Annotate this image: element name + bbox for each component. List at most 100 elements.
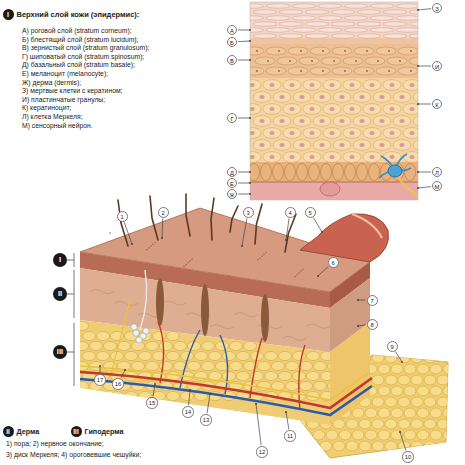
keratinocyte <box>363 128 381 139</box>
nucleus <box>389 107 394 111</box>
leader-dot <box>285 239 287 241</box>
artery <box>80 372 372 408</box>
fat-cell <box>230 361 243 370</box>
hair-follicle <box>156 278 164 326</box>
callout-number: 4 <box>285 207 296 218</box>
nucleus <box>379 95 384 99</box>
pore-dot <box>154 242 156 244</box>
pore-dot <box>261 255 263 257</box>
layer-bracket <box>67 253 74 386</box>
dead-cell <box>279 10 303 14</box>
dead-cell <box>357 22 381 26</box>
fat-cell <box>443 386 455 396</box>
collagen-fiber <box>282 336 306 340</box>
leader-line <box>153 384 155 396</box>
dead-cell <box>266 16 290 20</box>
fat-cell <box>167 331 180 340</box>
fat-cell <box>223 351 236 360</box>
callout-number: 10 <box>402 451 413 462</box>
leader-line <box>238 183 250 184</box>
nucleus <box>309 107 314 111</box>
nucleus <box>309 131 314 135</box>
callout-circle: 8 <box>367 319 378 330</box>
collagen-fiber <box>90 290 114 294</box>
lamellar-granule <box>388 70 390 72</box>
nerve-branch <box>110 300 130 378</box>
basal-cell <box>405 164 416 181</box>
basal-cell <box>321 164 332 181</box>
keratinocyte <box>273 116 291 127</box>
leader-line <box>418 104 431 105</box>
callout-circle: Б <box>227 37 237 47</box>
legend-line: И) пластинчатые гранулы; <box>22 96 105 104</box>
fat-cell <box>326 430 338 440</box>
dead-cell <box>344 16 368 20</box>
nucleus <box>269 83 274 87</box>
fat-cell <box>437 375 449 385</box>
callout-number: III <box>53 345 67 359</box>
callout-circle: З <box>432 3 442 13</box>
granular-cell <box>310 67 330 75</box>
fat-cell <box>230 341 243 350</box>
nucleus <box>259 95 264 99</box>
dead-cell <box>331 10 355 14</box>
heading-text: Верхний слой кожи (эпидермис): <box>17 10 140 19</box>
dead-cell <box>250 16 264 20</box>
callout-circle: Л <box>432 167 442 177</box>
leader-line <box>238 118 250 119</box>
leader-line <box>418 66 431 67</box>
fat-cell <box>372 441 384 451</box>
fat-cell <box>398 375 410 385</box>
nucleus <box>319 143 324 147</box>
callout-circle: 5 <box>305 207 316 218</box>
legend-line: Ж) дерма (dermis); <box>22 79 81 87</box>
leader-dot <box>255 403 257 405</box>
fat-cell <box>209 351 222 360</box>
dead-cell <box>344 4 368 8</box>
leader-line <box>256 404 261 445</box>
callout-number: Г <box>227 113 237 123</box>
nucleus <box>359 143 364 147</box>
keratinocyte <box>253 116 271 127</box>
callout-circle: 3 <box>243 207 254 218</box>
dead-cell <box>409 22 418 26</box>
keratinocyte <box>253 92 271 103</box>
granular-cell <box>288 47 308 55</box>
leader-dot <box>285 411 287 413</box>
pore-dot <box>298 272 300 274</box>
fat-cell <box>430 364 442 374</box>
hair <box>285 214 296 252</box>
fat-cell <box>378 364 390 374</box>
legend-line: К) кератиноцит; <box>22 104 72 112</box>
callout-number: II <box>53 287 67 301</box>
keratinocyte <box>403 152 418 163</box>
dead-cell <box>396 28 418 32</box>
lamellar-granule <box>300 50 302 52</box>
dead-cell <box>318 16 342 20</box>
fat-cell <box>365 408 377 418</box>
nucleus <box>349 83 354 87</box>
keratinocyte <box>413 140 418 151</box>
dead-cell <box>305 34 329 38</box>
fat-cell <box>404 430 416 440</box>
callout-number: Ж <box>227 189 237 199</box>
nucleus <box>329 107 334 111</box>
fat-cell <box>97 351 110 360</box>
leader-dot <box>249 193 251 195</box>
fat-cell <box>294 441 306 451</box>
fat-cell <box>346 441 358 451</box>
granular-cell <box>376 47 396 55</box>
nucleus <box>409 83 414 87</box>
layer-marker: IIIГиподерма <box>71 426 124 437</box>
epidermis-inset <box>250 2 418 200</box>
fat-cell <box>321 351 334 360</box>
basal-cell <box>345 164 356 181</box>
granular-cell <box>250 67 264 75</box>
leader-line <box>238 172 250 173</box>
hair-follicle <box>201 284 209 336</box>
hair <box>211 198 214 240</box>
dead-cell <box>253 22 277 26</box>
granular-cell <box>398 47 418 55</box>
fat-cell <box>300 361 313 370</box>
nucleus <box>329 155 334 159</box>
